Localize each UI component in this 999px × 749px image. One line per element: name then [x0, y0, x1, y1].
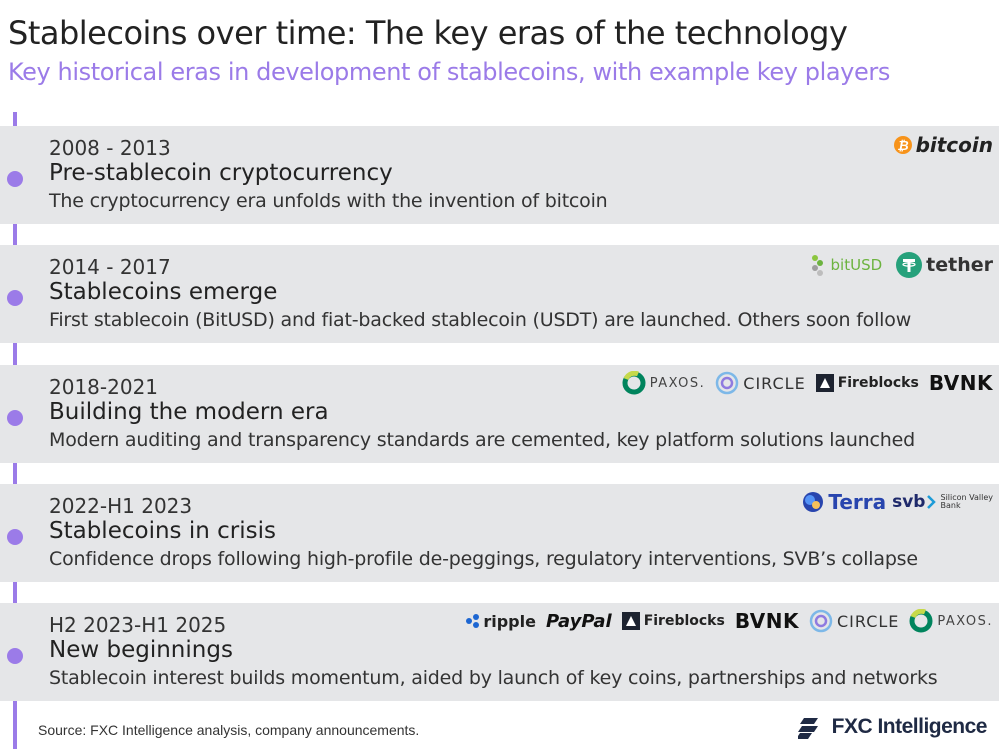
timeline-dot: [7, 648, 23, 664]
svb-tagline-line1: Silicon Valley: [940, 493, 993, 502]
era-description: The cryptocurrency era unfolds with the …: [49, 190, 608, 212]
circle-logo: CIRCLE: [809, 609, 899, 633]
era-card-2008-2013: 2008 - 2013 Pre-stablecoin cryptocurrenc…: [0, 126, 999, 224]
era-period: 2014 - 2017: [49, 255, 171, 279]
era-name: Stablecoins emerge: [49, 279, 278, 305]
fireblocks-icon: [621, 612, 640, 630]
page-subtitle: Key historical eras in development of st…: [8, 58, 890, 86]
fireblocks-logo: Fireblocks: [815, 374, 919, 392]
ripple-icon: [466, 614, 480, 628]
era-logos: Terra svb Silicon Valley Bank: [802, 487, 993, 517]
era-name: Pre-stablecoin cryptocurrency: [49, 160, 393, 186]
era-period: 2018-2021: [49, 375, 159, 399]
era-name: New beginnings: [49, 637, 233, 663]
circle-icon: [716, 371, 739, 395]
era-name: Building the modern era: [49, 399, 329, 425]
era-description: Stablecoin interest builds momentum, aid…: [49, 667, 938, 689]
era-period: H2 2023-H1 2025: [49, 613, 227, 637]
svb-logo: svb Silicon Valley Bank: [892, 492, 993, 512]
era-period: 2008 - 2013: [49, 136, 171, 160]
paxos-logo: PAXOS.: [909, 609, 993, 633]
chevron-right-icon: [927, 495, 937, 509]
timeline-dot: [7, 171, 23, 187]
era-period: 2022-H1 2023: [49, 494, 193, 518]
era-logos: ₿ bitcoin: [893, 130, 993, 160]
svb-tagline-line2: Bank: [940, 501, 961, 510]
circle-icon: [809, 609, 833, 633]
bitcoin-icon: ₿: [893, 136, 912, 154]
era-card-2022-h1-2023: 2022-H1 2023 Stablecoins in crisis Confi…: [0, 484, 999, 582]
bvnk-logo: BVNK: [734, 609, 799, 633]
timeline-dot: [7, 410, 23, 426]
paypal-logo: PayPal: [545, 610, 612, 632]
era-description: First stablecoin (BitUSD) and fiat-backe…: [49, 309, 912, 331]
source-note: Source: FXC Intelligence analysis, compa…: [38, 722, 420, 738]
fireblocks-logo: Fireblocks: [621, 612, 725, 630]
bvnk-logo: BVNK: [928, 371, 993, 395]
era-name: Stablecoins in crisis: [49, 518, 276, 544]
brand-name: FXC Intelligence: [831, 715, 988, 738]
paxos-icon: [909, 609, 933, 633]
paxos-icon: [622, 371, 646, 395]
era-card-2014-2017: 2014 - 2017 Stablecoins emerge First sta…: [0, 245, 999, 343]
circle-logo: CIRCLE: [715, 371, 805, 395]
era-card-2018-2021: 2018-2021 Building the modern era Modern…: [0, 365, 999, 463]
bitcoin-logo: ₿ bitcoin: [893, 133, 993, 157]
era-description: Modern auditing and transparency standar…: [49, 429, 915, 451]
bitshares-icon: [811, 255, 823, 276]
era-logos: ripple PayPal Fireblocks BVNK CIRCLE: [465, 606, 993, 636]
paxos-logo: PAXOS.: [622, 371, 706, 395]
era-logos: PAXOS. CIRCLE Fireblocks BVNK: [622, 368, 993, 398]
tether-icon: [896, 252, 923, 278]
era-logos: bitUSD tether: [809, 250, 993, 280]
tether-logo: tether: [896, 252, 993, 278]
fxc-intelligence-logo: FXC Intelligence: [797, 714, 988, 740]
terra-icon: [803, 492, 824, 512]
bitusd-logo: bitUSD: [809, 253, 882, 277]
era-card-h2-2023-h1-2025: H2 2023-H1 2025 New beginnings Stablecoi…: [0, 603, 999, 701]
timeline-dot: [7, 290, 23, 306]
timeline-dot: [7, 529, 23, 545]
page-title: Stablecoins over time: The key eras of t…: [8, 14, 848, 52]
era-description: Confidence drops following high-profile …: [49, 548, 918, 570]
svg-text:₿: ₿: [897, 139, 908, 154]
fxc-brand-icon: [797, 718, 818, 739]
ripple-logo: ripple: [465, 612, 536, 631]
terra-logo: Terra: [802, 490, 886, 514]
fireblocks-icon: [815, 374, 834, 392]
